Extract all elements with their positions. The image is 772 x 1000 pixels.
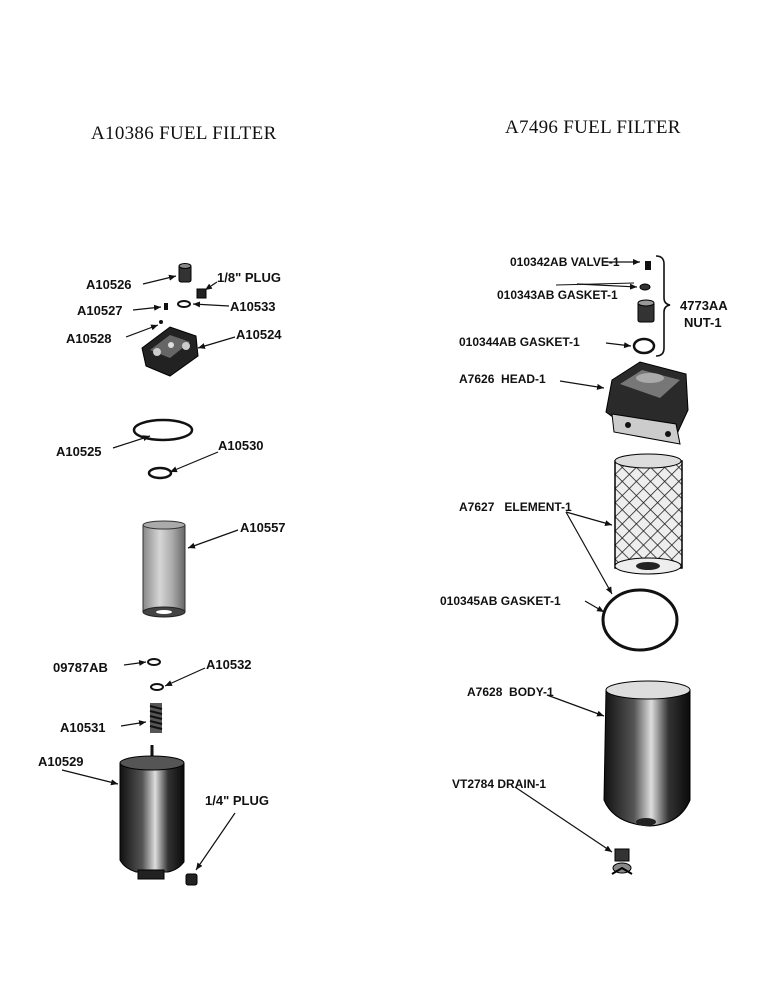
a10529-part [119, 745, 185, 880]
a10526-part [178, 263, 192, 283]
a10530-part [147, 466, 173, 480]
plug-14-part [185, 873, 198, 886]
gasket-010344ab-part [632, 337, 656, 355]
label-gasket-010343ab: 010343AB GASKET-1 [497, 288, 618, 302]
left-assembly [61, 263, 239, 886]
nut-brace [655, 255, 671, 357]
label-nut-part: 4773AA [680, 298, 728, 313]
label-a10524: A10524 [236, 327, 282, 342]
a10557-part [142, 520, 186, 618]
label-body: A7628 BODY-1 [467, 685, 554, 699]
label-a10531: A10531 [60, 720, 106, 735]
a10531-part [149, 703, 163, 733]
label-a10525: A10525 [56, 444, 102, 459]
valve-part [645, 261, 651, 270]
drain-vt2784-part [611, 848, 633, 875]
label-gasket-010345ab: 010345AB GASKET-1 [440, 594, 561, 608]
a10525-part [132, 418, 194, 442]
label-a10557: A10557 [240, 520, 286, 535]
label-valve: 010342AB VALVE-1 [510, 255, 620, 269]
gasket-010343ab-part [639, 283, 651, 291]
a10527-part [164, 303, 168, 310]
label-a10532: A10532 [206, 657, 252, 672]
label-plug-14: 1/4" PLUG [205, 793, 269, 808]
label-a10529: A10529 [38, 754, 84, 769]
nut-4773aa-part [637, 299, 655, 323]
a10524-part [141, 326, 199, 377]
label-drain: VT2784 DRAIN-1 [452, 777, 547, 791]
label-plug-18: 1/8" PLUG [217, 270, 281, 285]
label-a10528: A10528 [66, 331, 112, 346]
label-element: A7627 ELEMENT-1 [459, 500, 572, 514]
right-assembly [514, 255, 691, 875]
a10532-part [150, 683, 164, 691]
p09787ab-part [147, 658, 161, 666]
label-gasket-010344ab: 010344AB GASKET-1 [459, 335, 580, 349]
head-a7626-part [605, 361, 689, 445]
label-a10526: A10526 [86, 277, 132, 292]
label-nut-name: NUT-1 [684, 315, 722, 330]
a10528-part [159, 320, 163, 324]
a10533-part [177, 300, 191, 308]
right-title: A7496 FUEL FILTER [505, 117, 681, 138]
plug-18-part [196, 288, 207, 299]
label-a10533: A10533 [230, 299, 276, 314]
label-a10527: A10527 [77, 303, 123, 318]
left-title: A10386 FUEL FILTER [91, 123, 277, 144]
body-a7628-part [603, 680, 691, 827]
label-head: A7626 HEAD-1 [459, 372, 546, 386]
gasket-010345ab-part [601, 588, 679, 652]
element-a7627-part [614, 453, 683, 575]
label-a10530: A10530 [218, 438, 264, 453]
label-09787ab: 09787AB [53, 660, 108, 675]
